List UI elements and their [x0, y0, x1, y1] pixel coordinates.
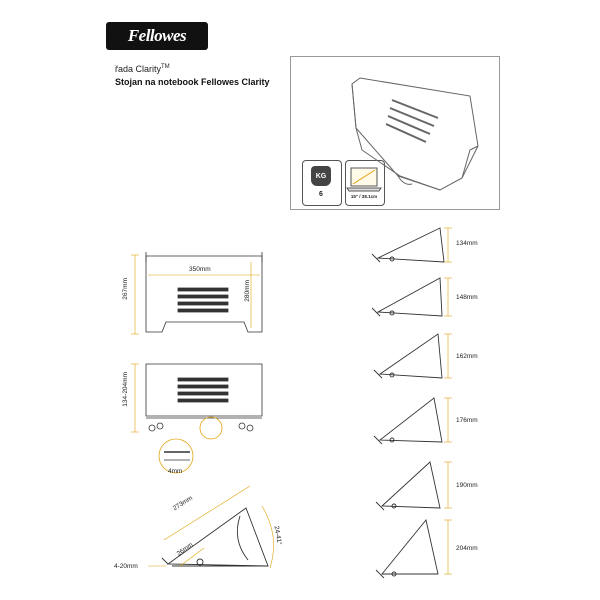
- height-label-4: 176mm: [456, 417, 478, 424]
- inner-depth-label: 280mm: [244, 280, 251, 302]
- front-view-drawing: [145, 363, 263, 474]
- weight-icon: KG: [311, 166, 331, 186]
- lip-height-label: 4-20mm: [114, 563, 138, 570]
- fellowes-logo: Fellowes: [106, 22, 208, 50]
- foot-label: 4mm: [168, 468, 183, 475]
- laptop-icon: [346, 167, 382, 192]
- product-photo-frame: [290, 56, 500, 210]
- height-range-label: 134-204mm: [122, 372, 129, 407]
- top-view-drawing: [145, 252, 263, 333]
- height-label-5: 190mm: [456, 482, 478, 489]
- side-view-drawing: [161, 507, 269, 567]
- screen-spec-box: [345, 160, 385, 206]
- height-label-2: 148mm: [456, 294, 478, 301]
- product-title: Stojan na notebook Fellowes Clarity: [115, 77, 270, 87]
- depth-label: 267mm: [122, 278, 129, 300]
- height-label-1: 134mm: [456, 240, 478, 247]
- height-markers: [444, 227, 452, 575]
- height-label-6: 204mm: [456, 545, 478, 552]
- side-profiles: [371, 227, 445, 579]
- front-view-dimensions: [131, 363, 139, 433]
- top-view-dimensions: [131, 254, 260, 335]
- screen-size-value: 15" / 38.1cm: [350, 194, 378, 199]
- weight-value: 6: [319, 191, 323, 198]
- product-illustration: [351, 77, 479, 191]
- height-label-3: 162mm: [456, 353, 478, 360]
- width-label: 350mm: [189, 266, 211, 273]
- weight-spec-box: [302, 160, 342, 206]
- side-view-dimensions: [148, 485, 274, 569]
- series-name: řada ClarityTM: [115, 64, 170, 74]
